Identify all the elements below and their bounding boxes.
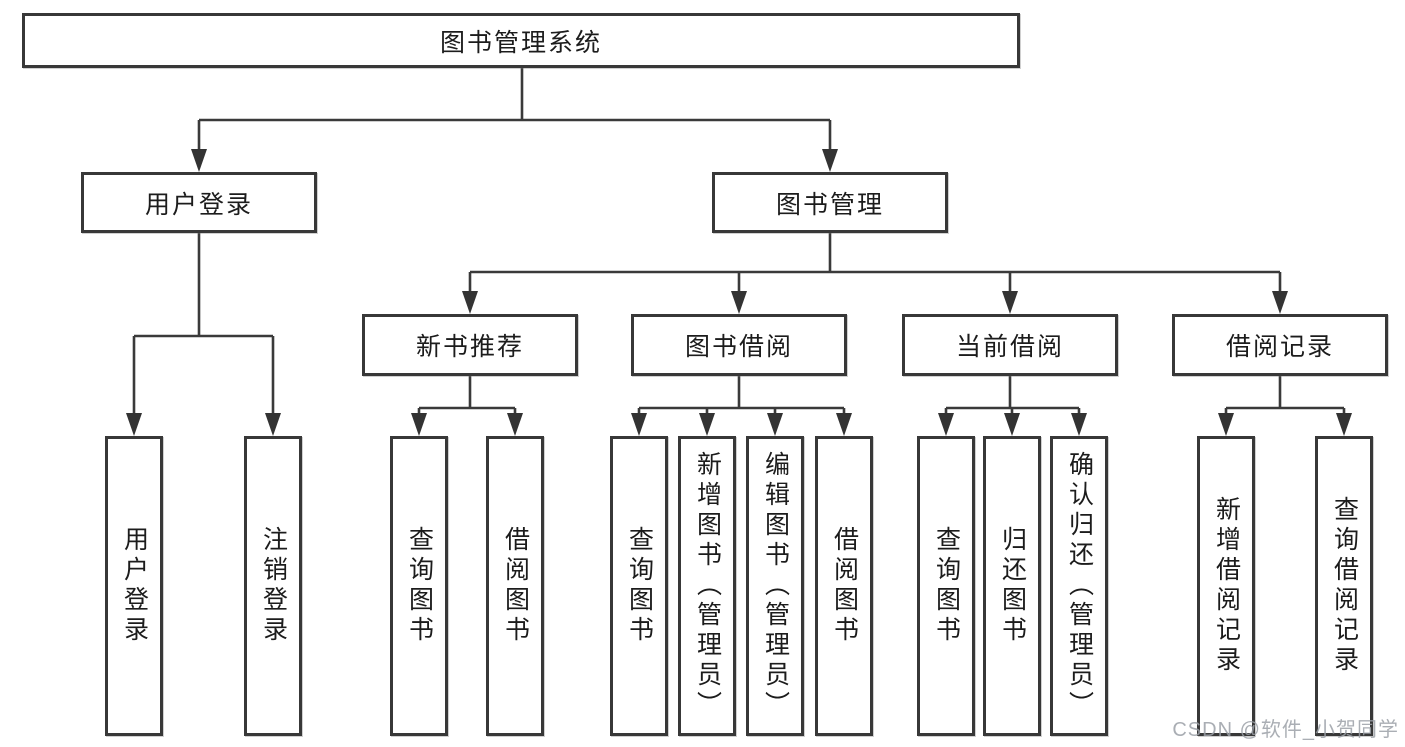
leaf-borrow-books-recommend: 借阅图书 <box>486 436 544 736</box>
arrow-down-icon <box>699 413 715 436</box>
leaf-logout: 注销登录 <box>244 436 302 736</box>
node-root-system: 图书管理系统 <box>22 13 1020 68</box>
leaf-query-borrow-record: 查询借阅记录 <box>1315 436 1373 736</box>
arrow-down-icon <box>938 413 954 436</box>
arrow-down-icon <box>767 413 783 436</box>
node-label: 当前借阅 <box>955 333 1064 361</box>
leaf-label: 归还图书 <box>998 526 1027 646</box>
node-book-borrow: 图书借阅 <box>631 314 847 376</box>
leaf-label: 用户登录 <box>120 526 149 646</box>
node-user-login: 用户登录 <box>81 172 317 233</box>
leaf-label: 借阅图书 <box>501 526 530 646</box>
leaf-add-borrow-record: 新增借阅记录 <box>1197 436 1255 736</box>
node-label: 新书推荐 <box>415 333 524 361</box>
leaf-label: 查询图书 <box>405 526 434 646</box>
node-new-book-recommend: 新书推荐 <box>362 314 578 376</box>
node-borrow-records: 借阅记录 <box>1172 314 1388 376</box>
leaf-confirm-return-admin: 确认归还（管理员） <box>1050 436 1108 736</box>
arrow-down-icon <box>1004 413 1020 436</box>
arrow-down-icon <box>1071 413 1087 436</box>
leaf-label: 借阅图书 <box>830 526 859 646</box>
leaf-borrow-books: 借阅图书 <box>815 436 873 736</box>
arrow-down-icon <box>731 291 747 314</box>
arrow-down-icon <box>1218 413 1234 436</box>
arrow-down-icon <box>507 413 523 436</box>
leaf-label: 新增图书（管理员） <box>693 451 722 721</box>
leaf-label: 查询图书 <box>625 526 654 646</box>
leaf-user-login: 用户登录 <box>105 436 163 736</box>
node-label: 图书借阅 <box>684 333 793 361</box>
leaf-label: 注销登录 <box>259 526 288 646</box>
leaf-query-books-borrow: 查询图书 <box>610 436 668 736</box>
leaf-return-books: 归还图书 <box>983 436 1041 736</box>
node-label: 图书管理 <box>775 190 884 219</box>
watermark: CSDN @软件_小贺同学 <box>1172 719 1399 741</box>
arrow-down-icon <box>462 291 478 314</box>
arrow-down-icon <box>631 413 647 436</box>
arrow-down-icon <box>822 149 838 172</box>
leaf-query-books-recommend: 查询图书 <box>390 436 448 736</box>
arrow-down-icon <box>836 413 852 436</box>
leaf-label: 编辑图书（管理员） <box>761 451 790 721</box>
arrow-down-icon <box>1002 291 1018 314</box>
node-book-management: 图书管理 <box>712 172 948 233</box>
arrow-down-icon <box>126 413 142 436</box>
arrow-down-icon <box>411 413 427 436</box>
arrow-down-icon <box>191 149 207 172</box>
leaf-add-books-admin: 新增图书（管理员） <box>678 436 736 736</box>
leaf-label: 确认归还（管理员） <box>1065 451 1094 721</box>
leaf-edit-books-admin: 编辑图书（管理员） <box>746 436 804 736</box>
node-label: 图书管理系统 <box>439 28 602 57</box>
leaf-label: 查询图书 <box>932 526 961 646</box>
node-label: 用户登录 <box>144 190 253 219</box>
leaf-query-books-current: 查询图书 <box>917 436 975 736</box>
arrow-down-icon <box>1336 413 1352 436</box>
node-label: 借阅记录 <box>1225 333 1334 361</box>
arrow-down-icon <box>1272 291 1288 314</box>
arrow-down-icon <box>265 413 281 436</box>
node-current-borrow: 当前借阅 <box>902 314 1118 376</box>
leaf-label: 查询借阅记录 <box>1330 496 1359 676</box>
leaf-label: 新增借阅记录 <box>1212 496 1241 676</box>
